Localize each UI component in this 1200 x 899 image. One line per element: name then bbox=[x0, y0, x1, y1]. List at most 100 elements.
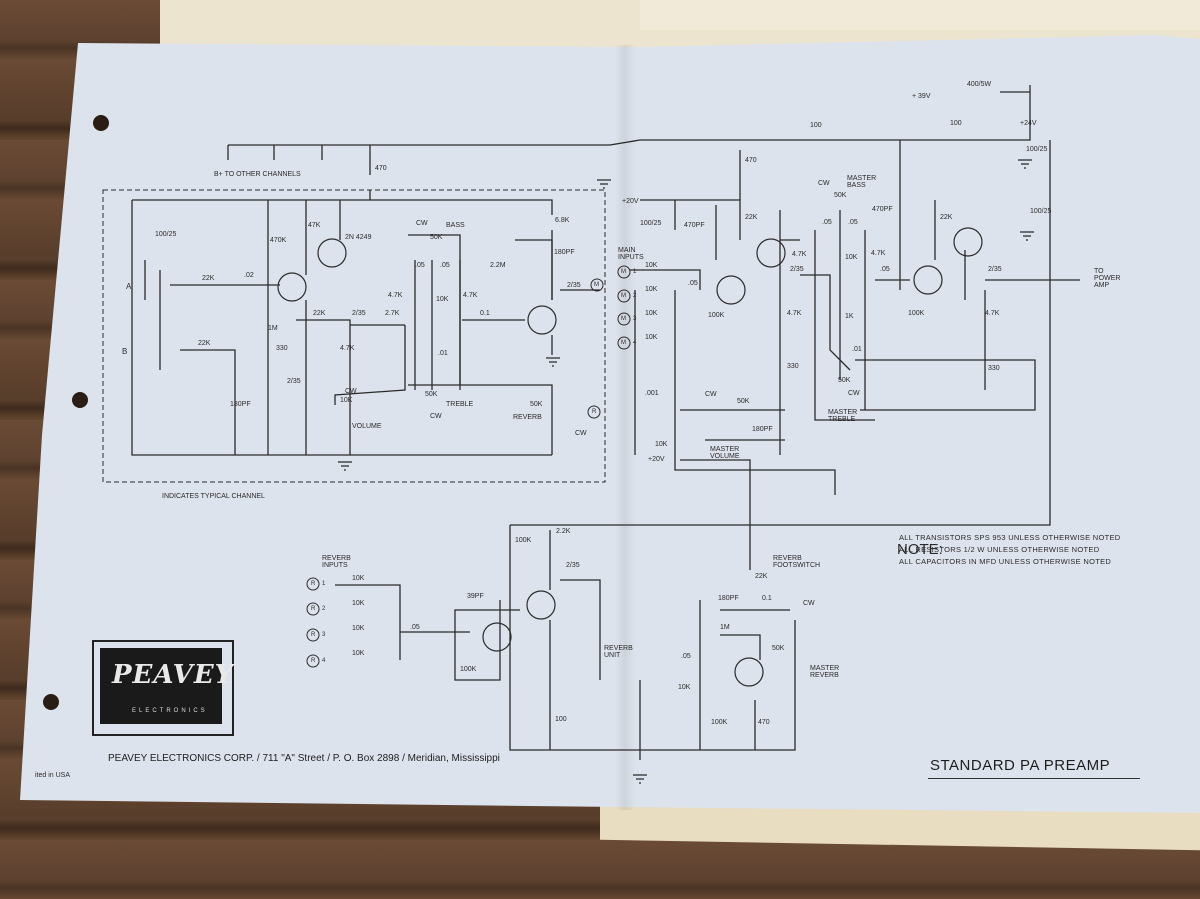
label-r470k: 470K bbox=[270, 237, 287, 244]
label-r4-7k-e: 4.7K bbox=[787, 310, 802, 317]
label-p50k-bass: 50K bbox=[430, 234, 443, 241]
label-r4-7k-b: 4.7K bbox=[463, 292, 478, 299]
label-r2-2k: 2.2K bbox=[556, 528, 571, 535]
jack-m4-letter: M bbox=[621, 340, 626, 346]
label-typical-channel: INDICATES TYPICAL CHANNEL bbox=[162, 493, 265, 500]
manila-folder-tab bbox=[640, 0, 1200, 30]
label-r2-2m: 2.2M bbox=[490, 262, 506, 269]
label-b-plus: B+ TO OTHER CHANNELS bbox=[214, 171, 301, 178]
label-c100-25b: 100/25 bbox=[640, 220, 662, 227]
label-c05h: .05 bbox=[681, 653, 691, 660]
label-cw-master-volume: CW bbox=[705, 391, 717, 398]
label-r4-7k-a: 4.7K bbox=[388, 292, 403, 299]
label-input-a: A bbox=[126, 282, 132, 291]
label-r4-7k-d: 4.7K bbox=[792, 251, 807, 258]
punch-hole-bottom bbox=[43, 694, 59, 710]
label-bass: BASS bbox=[446, 222, 465, 229]
label-c05d: .05 bbox=[822, 219, 832, 226]
peavey-logo-subtitle: ELECTRONICS bbox=[132, 708, 208, 714]
jack-m4-number: 4 bbox=[633, 340, 637, 346]
jack-r4-number: 4 bbox=[322, 658, 326, 664]
label-c180pf-c: 180PF bbox=[752, 426, 773, 433]
label-r22k-d: 22K bbox=[745, 214, 758, 221]
note-title: NOTE: bbox=[897, 541, 943, 558]
jack-m1-letter: M bbox=[621, 269, 626, 275]
label-master-volume: MASTER VOLUME bbox=[710, 446, 740, 460]
jack-r1-letter: R bbox=[311, 581, 316, 587]
label-c01b: .01 bbox=[852, 346, 862, 353]
jack-m2-letter: M bbox=[621, 293, 626, 299]
label-r4-7k-g: 4.7K bbox=[985, 310, 1000, 317]
label-master-treble: MASTER TREBLE bbox=[828, 409, 858, 423]
label-r10k-m3: 10K bbox=[645, 310, 658, 317]
label-c100-25d: 100/25 bbox=[1030, 208, 1052, 215]
note-line-2: ALL RESISTORS 1/2 W UNLESS OTHERWISE NOT… bbox=[899, 545, 1100, 554]
label-c2-35f: 2/35 bbox=[566, 562, 580, 569]
jack-r2-number: 2 bbox=[322, 606, 326, 612]
label-r6-8k: 6.8K bbox=[555, 217, 570, 224]
label-c0-1: 0.1 bbox=[480, 310, 490, 317]
punch-hole-top bbox=[93, 115, 109, 131]
label-reverb: REVERB bbox=[513, 414, 542, 421]
label-input-b: B bbox=[122, 347, 128, 356]
label-r100a: 100 bbox=[810, 122, 822, 129]
label-r1m: 1M bbox=[268, 325, 278, 332]
jack-m3-number: 3 bbox=[633, 316, 637, 322]
label-c180pf-d: 180PF bbox=[718, 595, 739, 602]
peavey-logo-wordmark: PEAVEY bbox=[112, 660, 235, 690]
label-plus20v-b: +20V bbox=[648, 456, 665, 463]
label-r100k-b: 100K bbox=[908, 310, 925, 317]
label-r100k-c: 100K bbox=[460, 666, 477, 673]
label-r400-5w: 400/5W bbox=[967, 81, 992, 88]
label-c2-35e: 2/35 bbox=[988, 266, 1002, 273]
label-master-bass: MASTER BASS bbox=[847, 175, 877, 189]
label-c2-35d: 2/35 bbox=[790, 266, 804, 273]
label-p50k-reverb: 50K bbox=[530, 401, 543, 408]
label-r22k-e: 22K bbox=[940, 214, 953, 221]
label-p50k-master-bass: 50K bbox=[834, 192, 847, 199]
label-to-power-amp: TO POWER AMP bbox=[1094, 268, 1121, 289]
jack-m-out-letter: M bbox=[594, 282, 599, 288]
label-c100-25c: 100/25 bbox=[1026, 146, 1048, 153]
label-r22k-a: 22K bbox=[202, 275, 215, 282]
jack-m1-number: 1 bbox=[633, 269, 637, 275]
label-cw-master-reverb: CW bbox=[803, 600, 815, 607]
label-r10k-m1: 10K bbox=[645, 262, 658, 269]
label-2n4249: 2N 4249 bbox=[345, 234, 372, 241]
label-r10k-r3: 10K bbox=[352, 625, 365, 632]
jack-m2-number: 2 bbox=[633, 293, 637, 299]
label-r10k-r1: 10K bbox=[352, 575, 365, 582]
jack-r1-number: 1 bbox=[322, 581, 326, 587]
label-cw-reverb: CW bbox=[575, 430, 587, 437]
label-c180pf-a: 180PF bbox=[554, 249, 575, 256]
label-c001: .001 bbox=[645, 390, 659, 397]
label-c05b: .05 bbox=[440, 262, 450, 269]
label-p50k-treble: 50K bbox=[425, 391, 438, 398]
label-r330a: 330 bbox=[276, 345, 288, 352]
label-r2-7k: 2.7K bbox=[385, 310, 400, 317]
label-reverb-unit: REVERB UNIT bbox=[604, 645, 633, 659]
jack-r-out-letter: R bbox=[592, 409, 597, 415]
label-c0-1b: 0.1 bbox=[762, 595, 772, 602]
label-c470pf-b: 470PF bbox=[872, 206, 893, 213]
label-c05e: .05 bbox=[848, 219, 858, 226]
label-plus20v-a: +20V bbox=[622, 198, 639, 205]
label-reverb-footswitch: REVERB FOOTSWITCH bbox=[773, 555, 821, 569]
label-master-reverb: MASTER REVERB bbox=[810, 665, 840, 679]
label-r100k-e: 100K bbox=[711, 719, 728, 726]
label-c05c: .05 bbox=[688, 280, 698, 287]
label-r470b: 470 bbox=[745, 157, 757, 164]
label-c02: .02 bbox=[244, 272, 254, 279]
note-line-1: ALL TRANSISTORS SPS 953 UNLESS OTHERWISE… bbox=[899, 533, 1121, 542]
label-p50k-master-volume: 50K bbox=[737, 398, 750, 405]
label-r330b: 330 bbox=[787, 363, 799, 370]
label-c2-35b: 2/35 bbox=[567, 282, 581, 289]
label-r10k-r2: 10K bbox=[352, 600, 365, 607]
label-r10k-m4: 10K bbox=[645, 334, 658, 341]
label-r1k: 1K bbox=[845, 313, 854, 320]
label-r22k-c: 22K bbox=[313, 310, 326, 317]
label-c39pf: 39PF bbox=[467, 593, 484, 600]
made-in-label: ited in USA bbox=[35, 772, 71, 779]
label-r1m-b: 1M bbox=[720, 624, 730, 631]
